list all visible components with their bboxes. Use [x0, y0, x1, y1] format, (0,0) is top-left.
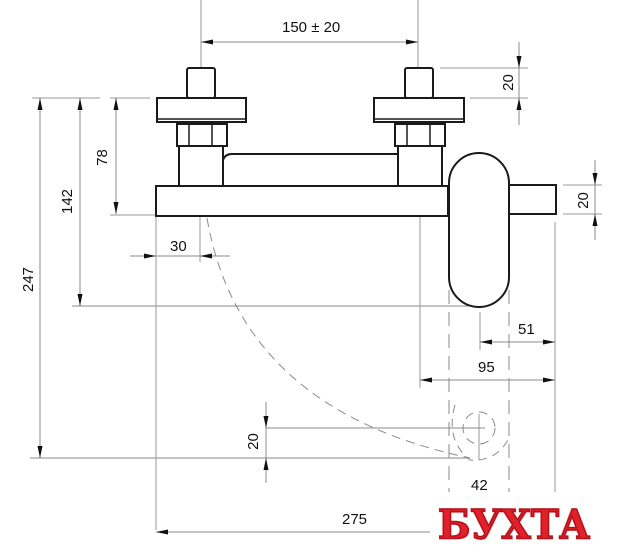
dim-handle-stem-height: 20	[499, 74, 517, 91]
dim-lever-tip-42: 42	[471, 477, 488, 494]
left-inlet-fitting	[156, 67, 247, 147]
dim-height-142: 142	[59, 188, 77, 215]
dimension-lines	[30, 0, 602, 535]
dim-body-offset-30: 30	[170, 238, 187, 255]
dim-inlet-spacing: 150 ± 20	[282, 19, 341, 36]
lever-tip-circle	[462, 411, 496, 445]
dim-handle-depth-95: 95	[478, 359, 495, 376]
mixer-handle	[448, 152, 510, 308]
dim-handle-right-51: 51	[518, 321, 535, 338]
dim-overall-height-247: 247	[20, 266, 38, 293]
dim-lever-swing-20: 20	[244, 433, 262, 450]
dim-body-height-78: 78	[93, 149, 111, 166]
dim-spout-thickness: 20	[574, 192, 592, 209]
brand-logo: БУХТА	[437, 500, 591, 549]
lever-swing-arc	[206, 217, 471, 459]
faucet-body	[155, 145, 449, 217]
dim-overall-length-275: 275	[342, 511, 368, 528]
right-inlet-fitting	[373, 67, 465, 147]
